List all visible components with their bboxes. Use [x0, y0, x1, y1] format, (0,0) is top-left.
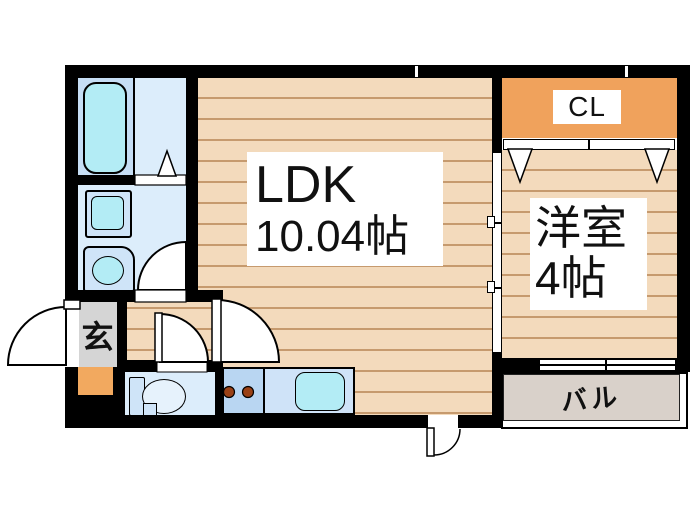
service-door-leaf [426, 427, 435, 457]
wall [125, 360, 157, 372]
wall [677, 65, 690, 372]
wall [502, 358, 538, 372]
entrance-label: 玄 [81, 318, 114, 355]
bathtub [83, 82, 127, 174]
washbasin-bowl [92, 256, 124, 285]
ldk-size-label: 10.04帖 [255, 212, 410, 262]
wall [117, 302, 127, 367]
closet-label-box: CL [553, 90, 621, 124]
wall [78, 395, 125, 428]
entry-door-opening [64, 300, 79, 367]
western-room-size-label: 4帖 [535, 252, 607, 304]
sliding-door-divider [492, 287, 502, 289]
stove-burner-icon [241, 385, 255, 399]
wall [458, 415, 502, 428]
wall [492, 65, 502, 152]
sliding-door [492, 152, 502, 353]
wall [78, 290, 135, 302]
washing-machine [91, 196, 124, 230]
western-room-label-box: 洋室 4帖 [530, 198, 647, 310]
closet-door-marker-triangle [506, 148, 534, 185]
closet-door-marker-triangle [643, 148, 671, 185]
sliding-door-handle [487, 216, 495, 228]
stove-burner-icon [222, 385, 236, 399]
shoe-cabinet [78, 367, 113, 395]
wall [65, 65, 690, 78]
sliding-door-divider [492, 222, 502, 224]
closet-door-track [589, 139, 675, 150]
bathroom-floor [133, 78, 188, 175]
wall [186, 78, 198, 302]
bath-door-marker-triangle [156, 148, 178, 177]
kitchen-sink [295, 372, 345, 411]
wall [215, 362, 223, 415]
toilet-door-leaf [154, 312, 163, 363]
ldk-door-swing-arc [216, 298, 281, 363]
wall-joint-notch [415, 66, 418, 77]
western-room-label: 洋室 [535, 202, 627, 255]
sliding-door-handle [487, 281, 495, 293]
balcony-window-midline [540, 364, 675, 366]
toilet-door-swing-arc [159, 312, 210, 363]
service-door-opening [428, 416, 458, 427]
entry-door-swing-arc [6, 305, 67, 366]
wall [78, 175, 135, 185]
entrance-genkan: 玄 [78, 302, 117, 367]
wall [492, 353, 502, 415]
wall [65, 65, 78, 300]
ldk-door-leaf [211, 298, 222, 363]
entry-door-leaf [63, 299, 81, 310]
wall [65, 367, 78, 428]
washroom-door-swing-arc [136, 240, 187, 291]
closet-label: CL [568, 90, 606, 122]
ldk-label-box: LDK 10.04帖 [247, 152, 443, 266]
ldk-label: LDK [255, 156, 357, 215]
washroom-door-leaf [134, 289, 187, 303]
balcony-window-tick [605, 358, 607, 372]
kitchen-section-divider [263, 367, 265, 415]
service-door-swing-arc [433, 428, 461, 456]
closet-door-track [503, 139, 589, 150]
wall-joint-notch [625, 66, 628, 77]
wall [113, 367, 125, 395]
wall [65, 415, 428, 428]
balcony: バル [503, 374, 680, 421]
